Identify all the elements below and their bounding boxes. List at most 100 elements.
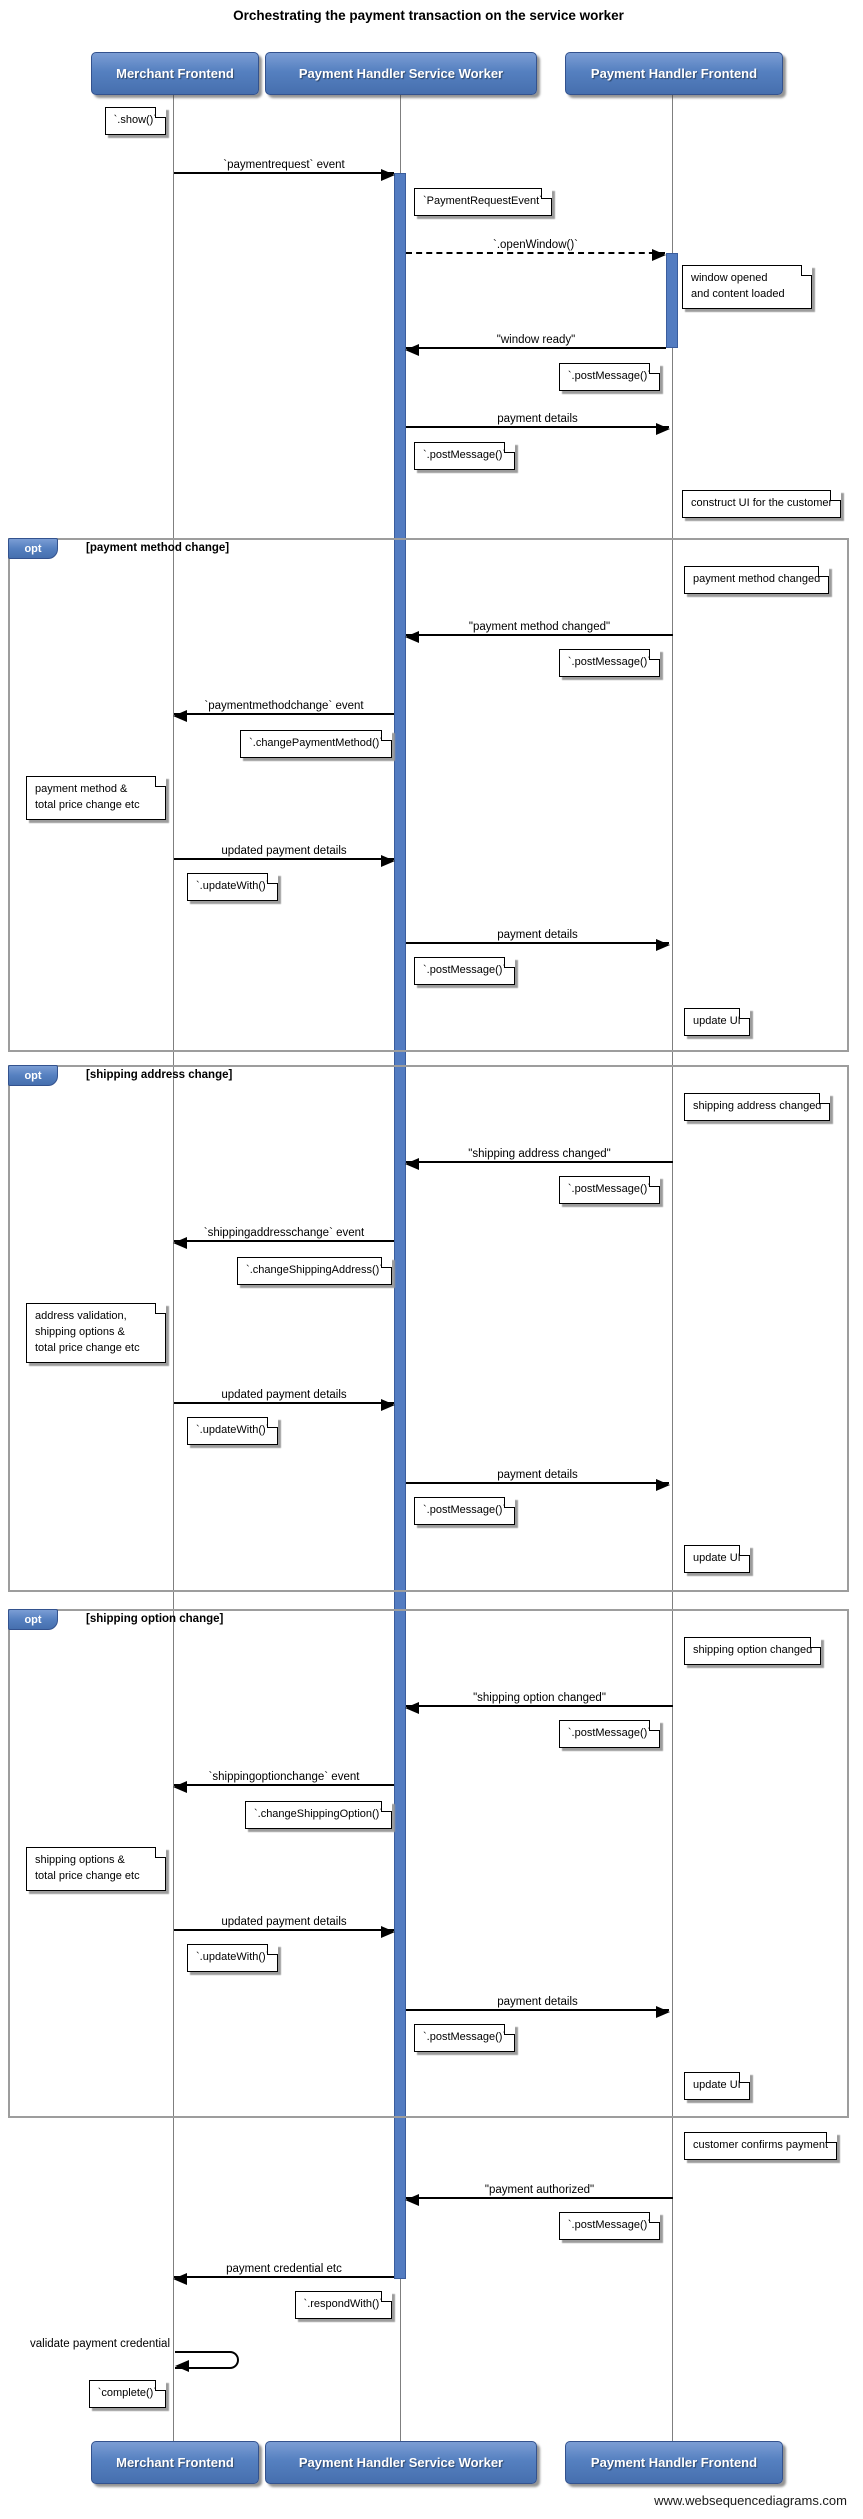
opt-condition-3: [shipping option change] — [86, 1613, 224, 1625]
opt-condition-2: [shipping address change] — [86, 1069, 233, 1081]
opt-badge-3: opt — [8, 1609, 58, 1630]
note-update-ui-3: update UI — [684, 2072, 750, 2100]
note-post-message-7: `.postMessage()` — [558, 1720, 661, 1748]
message-payment-method-changed: "payment method changed" — [405, 616, 673, 643]
message-line — [174, 1784, 394, 1786]
participant-merchant-frontend-bottom: Merchant Frontend — [91, 2441, 259, 2484]
note-shipping-option-changed: shipping option changed — [684, 1637, 822, 1665]
note-post-message-2: `.postMessage()` — [414, 442, 516, 470]
opt-badge-1: opt — [8, 538, 58, 559]
websequencediagrams-credit: www.websequencediagrams.com — [654, 2493, 847, 2508]
message-label: updated payment details — [221, 1389, 347, 1401]
message-label: payment details — [497, 929, 578, 941]
note-change-shipping-option: `.changeShippingOption()` — [244, 1801, 393, 1829]
arrowhead-right-icon — [656, 1479, 670, 1491]
message-shipping-address-changed: "shipping address changed" — [405, 1143, 673, 1170]
note-post-message-9: `.postMessage()` — [558, 2212, 661, 2240]
message-label: "window ready" — [496, 334, 576, 346]
message-label: payment details — [497, 1469, 578, 1481]
note-respond-with: `.respondWith()` — [294, 2291, 393, 2319]
arrowhead-right-icon — [656, 939, 670, 951]
message-updated-payment-details-1: updated payment details — [174, 840, 395, 867]
participant-frontend-bottom: Payment Handler Frontend — [565, 2441, 783, 2484]
message-label: payment details — [497, 413, 578, 425]
message-line — [406, 426, 669, 428]
message-payment-credential: payment credential etc — [173, 2258, 394, 2285]
message-paymentrequest-event: `paymentrequest` event — [174, 154, 395, 181]
message-label: `paymentrequest` event — [223, 159, 345, 171]
message-line — [406, 634, 673, 636]
message-payment-details-1: payment details — [406, 408, 670, 435]
message-open-window: `.openWindow()` — [406, 234, 666, 261]
note-show: `.show()` — [104, 107, 167, 135]
note-address-validation: address validation, shipping options & t… — [26, 1303, 166, 1363]
note-change-shipping-address: `.changeShippingAddress()` — [237, 1257, 392, 1285]
note-update-with-1: `.updateWith()` — [187, 873, 279, 901]
participant-frontend-top: Payment Handler Frontend — [565, 52, 783, 95]
message-line — [406, 1161, 673, 1163]
arrowhead-left-icon — [173, 710, 187, 722]
message-label: `shippingoptionchange` event — [208, 1771, 360, 1783]
participant-merchant-frontend-top: Merchant Frontend — [91, 52, 259, 95]
note-post-message-8: `.postMessage()` — [414, 2024, 516, 2052]
self-message-loop — [175, 2351, 239, 2369]
message-line — [406, 2197, 673, 2199]
arrowhead-left-icon — [405, 631, 419, 643]
arrowhead-left-icon — [173, 1237, 187, 1249]
message-label: "payment authorized" — [484, 2184, 595, 2196]
note-post-message-1: `.postMessage()` — [558, 363, 661, 391]
arrowhead-right-icon — [381, 169, 395, 181]
arrowhead-right-icon — [381, 855, 395, 867]
message-label: `.openWindow()` — [493, 239, 578, 251]
message-paymentmethodchange-event: `paymentmethodchange` event — [173, 695, 394, 722]
message-label: updated payment details — [221, 845, 347, 857]
arrowhead-left-icon — [405, 1702, 419, 1714]
message-payment-details-2: payment details — [406, 924, 670, 951]
message-label: `shippingaddresschange` event — [203, 1227, 365, 1239]
message-label: "payment method changed" — [468, 621, 611, 633]
arrowhead-left-icon — [405, 1158, 419, 1170]
message-label: payment credential etc — [226, 2263, 342, 2275]
message-line — [406, 252, 665, 254]
message-payment-details-3: payment details — [406, 1464, 670, 1491]
message-shippingoptionchange-event: `shippingoptionchange` event — [173, 1766, 394, 1793]
message-line — [406, 1705, 673, 1707]
arrowhead-left-icon — [173, 2273, 187, 2285]
message-line — [406, 942, 669, 944]
arrowhead-left-icon — [405, 2194, 419, 2206]
note-shipping-address-changed: shipping address changed — [684, 1093, 831, 1121]
note-post-message-5: `.postMessage()` — [558, 1176, 661, 1204]
opt-badge-2: opt — [8, 1065, 58, 1086]
note-post-message-4: `.postMessage()` — [414, 957, 516, 985]
diagram-title: Orchestrating the payment transaction on… — [233, 8, 624, 23]
note-construct-ui: construct UI for the customer — [682, 490, 842, 518]
arrowhead-right-icon — [656, 2006, 670, 2018]
self-message-label-validate-credential: validate payment credential — [30, 2338, 170, 2350]
message-shippingaddresschange-event: `shippingaddresschange` event — [173, 1222, 394, 1249]
message-updated-payment-details-3: updated payment details — [174, 1911, 395, 1938]
note-post-message-6: `.postMessage()` — [414, 1497, 516, 1525]
note-update-ui-2: update UI — [684, 1545, 750, 1573]
arrowhead-right-icon — [381, 1926, 395, 1938]
message-updated-payment-details-2: updated payment details — [174, 1384, 395, 1411]
participant-service-worker-bottom: Payment Handler Service Worker — [265, 2441, 537, 2484]
lifeline-payment-handler-frontend — [672, 93, 673, 2441]
opt-frame-shipping-option-change — [8, 1609, 849, 2118]
message-line — [174, 1240, 394, 1242]
note-shipping-options-total: shipping options & total price change et… — [26, 1847, 166, 1891]
note-payment-method-changed: payment method changed — [684, 566, 830, 594]
note-post-message-3: `.postMessage()` — [558, 649, 661, 677]
note-window-opened: window opened and content loaded — [682, 265, 812, 309]
note-payment-method-total: payment method & total price change etc — [26, 776, 166, 820]
message-line — [174, 858, 394, 860]
message-label: "shipping address changed" — [468, 1148, 611, 1160]
message-line — [174, 1929, 394, 1931]
message-line — [174, 172, 394, 174]
note-update-ui-1: update UI — [684, 1008, 750, 1036]
message-label: updated payment details — [221, 1916, 347, 1928]
note-complete: `complete()` — [88, 2380, 167, 2408]
participant-service-worker-top: Payment Handler Service Worker — [265, 52, 537, 95]
message-line — [406, 347, 666, 349]
message-line — [174, 2276, 394, 2278]
opt-frame-shipping-address-change — [8, 1065, 849, 1592]
